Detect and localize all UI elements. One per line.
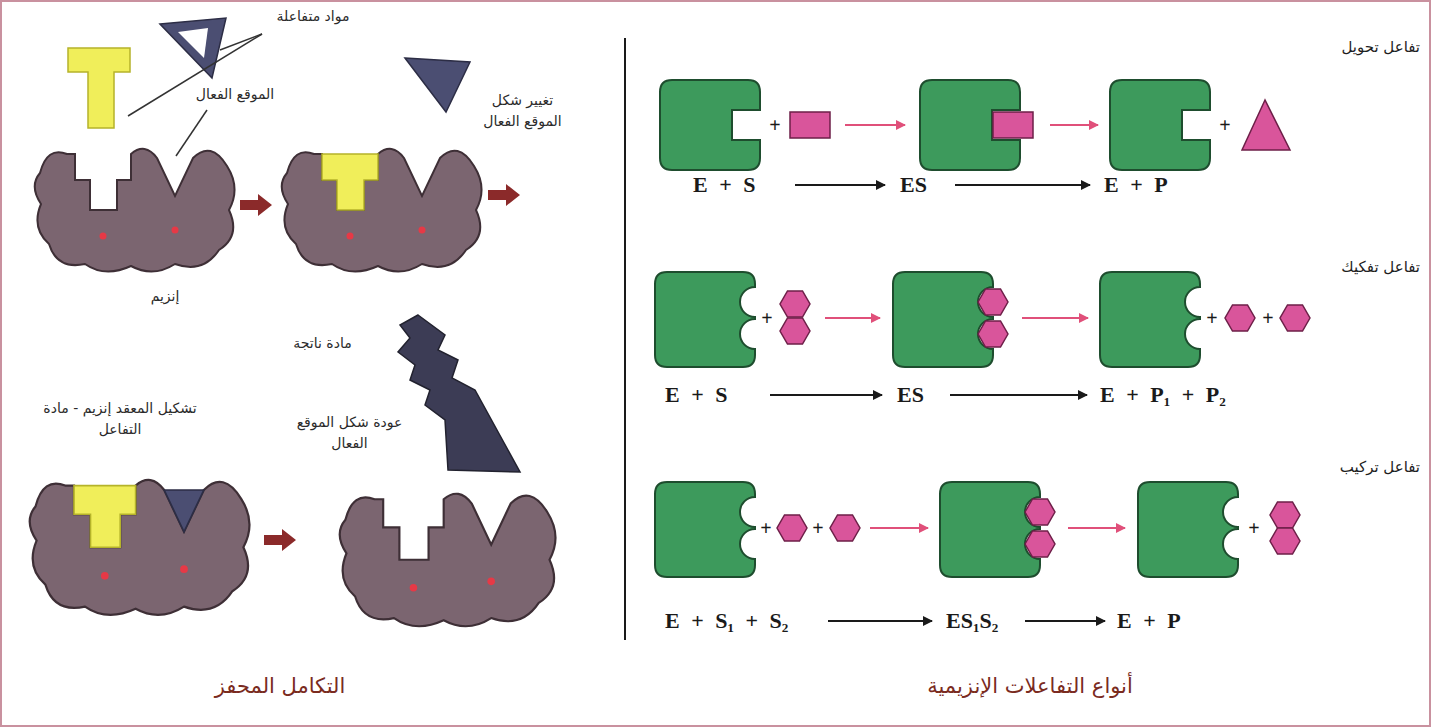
- block-arrow: [488, 184, 520, 206]
- step-arrow: [1022, 317, 1088, 319]
- equation-arrow: [795, 184, 885, 186]
- triangle-core: [178, 28, 208, 58]
- enzyme-shape: [655, 272, 755, 367]
- callout-label: إنزيم: [130, 286, 200, 307]
- leader-line: [220, 34, 262, 50]
- substrate-triangle: [164, 490, 204, 532]
- equation-arrow: [955, 184, 1090, 186]
- hexagon: [830, 515, 860, 541]
- plus-sign: +: [1206, 307, 1217, 329]
- reaction-title: تفاعل تفكيك: [1341, 256, 1420, 278]
- equation-text: E + P: [1117, 608, 1181, 634]
- hexagon: [1280, 305, 1310, 331]
- enzyme-substrate-complex: [30, 480, 250, 615]
- substrate-yellow: [74, 486, 136, 548]
- block-arrow: [240, 194, 272, 216]
- substrate-triangle: [160, 18, 226, 78]
- substrate-yellow: [68, 48, 130, 128]
- callout-label: مادة ناتجة: [275, 333, 370, 354]
- hexagon: [1270, 528, 1300, 554]
- equation-arrow: [950, 394, 1087, 396]
- plus-sign: +: [1248, 517, 1259, 539]
- equation-text: E + S: [693, 172, 755, 198]
- panel-caption: أنواع التفاعلات الإنزيمية: [927, 672, 1133, 700]
- substrate-rect: [993, 112, 1033, 138]
- enzyme-shape: [1100, 272, 1200, 367]
- plus-sign: +: [812, 517, 823, 539]
- plus-sign: +: [760, 517, 771, 539]
- enzyme-shape: [1110, 80, 1210, 170]
- equation-text: E + S₁ + S₂: [665, 608, 788, 634]
- plus-sign: +: [769, 114, 780, 136]
- equation-arrow: [770, 394, 882, 396]
- equation-arrow: [828, 620, 932, 622]
- reaction-title: تفاعل تحويل: [1341, 36, 1420, 58]
- equation-arrows: [770, 185, 1105, 621]
- hexagon: [978, 321, 1008, 347]
- callout-label: تشكيل المعقد إنزيم - مادة التفاعل: [40, 398, 200, 440]
- hexagon: [780, 318, 810, 344]
- enzyme-shape: [340, 494, 556, 626]
- callout-label: الموقع الفعال: [185, 84, 285, 105]
- panel-divider: [624, 38, 626, 640]
- equation-text: E + S: [665, 382, 727, 408]
- enzyme-shape: [940, 482, 1040, 577]
- enzyme-shape: [30, 480, 250, 615]
- panel-caption: التكامل المحفز: [215, 672, 346, 700]
- leader-line: [128, 34, 262, 116]
- hexagon: [1225, 305, 1255, 331]
- equation-arrow: [1025, 620, 1105, 622]
- plus-sign: +: [761, 307, 772, 329]
- equation-text: ES₁S₂: [946, 608, 998, 634]
- hexagon: [777, 515, 807, 541]
- reaction-title: تفاعل تركيب: [1340, 456, 1420, 478]
- substrate-yellow: [322, 154, 378, 210]
- enzyme-shape: [282, 149, 482, 272]
- leader-line: [176, 110, 207, 156]
- equation-text: E + P₁ + P₂: [1100, 382, 1226, 408]
- hexagon: [780, 291, 810, 317]
- enzyme-group: [655, 80, 1238, 577]
- callout-label: عودة شكل الموقع الفعال: [296, 412, 403, 454]
- enzyme-shape: [655, 482, 755, 577]
- enzyme-shape: [660, 80, 760, 170]
- enzyme-shape: [893, 272, 993, 367]
- callout-label: تغيير شكل الموقع الفعال: [475, 90, 570, 132]
- hexagon: [1270, 502, 1300, 528]
- step-arrow: [1068, 527, 1125, 529]
- callout-label: مواد متفاعلة: [258, 6, 368, 27]
- block-arrow: [264, 529, 296, 551]
- equation-text: E + P: [1104, 172, 1168, 198]
- step-arrow: [1050, 124, 1098, 126]
- hexagon: [978, 289, 1008, 315]
- product-triangle: [1242, 100, 1290, 150]
- enzyme-shape: [35, 149, 235, 272]
- step-arrow: [825, 317, 880, 319]
- product-shape: [398, 315, 520, 472]
- hexagon: [1025, 499, 1055, 525]
- equation-text: ES: [897, 382, 924, 408]
- enzyme-shape: [1138, 482, 1238, 577]
- step-arrow: [845, 124, 905, 126]
- plus-sign: +: [1219, 114, 1230, 136]
- substrate-rect: [790, 112, 830, 138]
- step-arrow: [870, 527, 928, 529]
- plus-sign: +: [1262, 307, 1273, 329]
- hexagon: [1025, 531, 1055, 557]
- substrate-group: [777, 100, 1310, 557]
- equation-text: ES: [900, 172, 927, 198]
- substrate-triangle: [405, 58, 470, 112]
